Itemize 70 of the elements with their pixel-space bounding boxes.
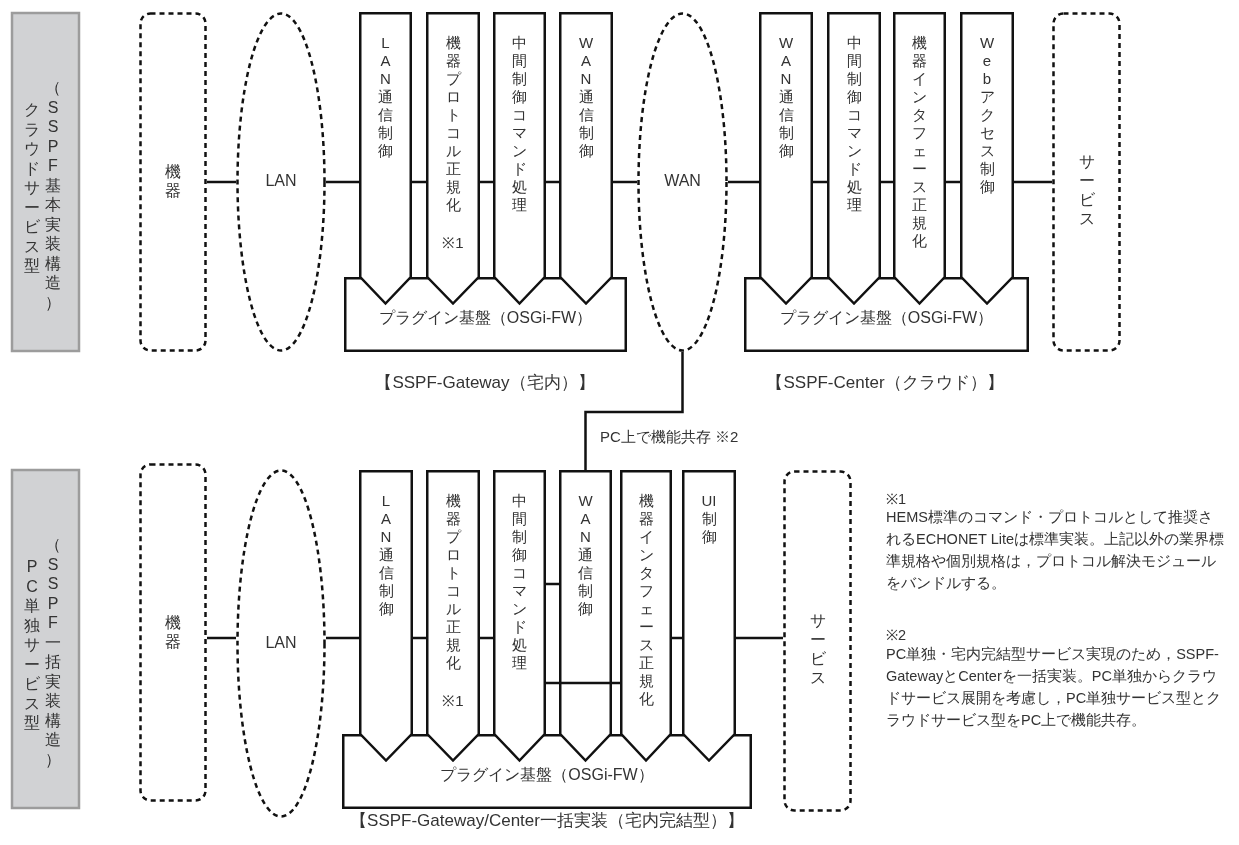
module-label: Webアクセス制御 (979, 34, 995, 196)
network-ellipse (637, 12, 728, 352)
box-label: 機器 (165, 612, 181, 651)
footnote-mark: ※1 (886, 490, 908, 509)
connector-line (207, 180, 236, 184)
module-label: 中間制御コマンド処理 (846, 34, 862, 214)
connector-line (326, 636, 359, 640)
module-label: LAN通信制御 (378, 34, 393, 160)
network-ellipse (236, 469, 326, 818)
module-label: WAN通信制御 (778, 34, 794, 160)
module-label: 中間制御コマンド処理 (512, 34, 527, 214)
band-label: PC単独サービス型 (24, 557, 40, 733)
connector-line (326, 180, 359, 184)
connector-line (584, 352, 684, 470)
caption: 【SSPF-Gateway/Center一括実装（宅内完結型）】 (349, 810, 745, 832)
connector-line (728, 180, 759, 184)
module-label: 機器プロトコル正規化 (445, 34, 461, 214)
module-pentagon (359, 12, 412, 305)
dashed-box (1052, 12, 1121, 352)
module-label: LAN通信制御 (378, 492, 394, 618)
caption: 【SSPF-Center（クラウド）】 (765, 372, 1005, 394)
note-text: PC単独・宅内完結型サービス実現のため，SSPF-GatewayとCenterを一括実装。PC単独からクラウドサービス展開を考慮し，PC単独サービス型とクラウドサービス型をPC上で機能共存。 (886, 645, 1223, 730)
band-label: （SSPF基本実装構造） (45, 78, 61, 312)
module-pentagon (759, 12, 813, 305)
module-pentagon (559, 12, 613, 305)
module-pentagon (426, 470, 480, 762)
band-label: （SSPF一括実装構造） (45, 535, 61, 769)
ellipse-label: WAN (663, 172, 702, 190)
ellipse-label: LAN (264, 633, 298, 652)
category-band (11, 12, 80, 352)
module-label: 機器インタフェース正規化 (638, 492, 654, 708)
module-label: WAN通信制御 (578, 34, 594, 160)
box-label: 機器 (165, 162, 181, 200)
module-label: 機器インタフェース正規化 (912, 34, 927, 250)
module-label: 中間制御コマンド処理 (512, 492, 527, 672)
module-pentagon (493, 470, 546, 762)
ellipse-label: LAN (264, 172, 298, 190)
module-label: 機器プロトコル正規化 (445, 492, 461, 672)
connector-line (613, 180, 637, 184)
connector-line (736, 636, 783, 640)
dashed-box (783, 470, 852, 812)
module-pentagon (426, 12, 480, 305)
connector-line (1014, 180, 1052, 184)
module-pentagon (682, 470, 736, 762)
platform-label: プラグイン基盤（OSGi-FW） (778, 308, 995, 328)
category-band (11, 469, 80, 809)
footnote-mark: ※2 (886, 626, 908, 645)
module-label: UI制御 (701, 492, 717, 546)
platform-label: プラグイン基盤（OSGi-FW） (377, 308, 594, 328)
caption: 【SSPF-Gateway（宅内）】 (374, 372, 596, 394)
edge-label: PC上で機能共存 ※2 (598, 428, 741, 447)
dashed-box (139, 463, 207, 802)
network-ellipse (236, 12, 326, 352)
note-text: HEMS標準のコマンド・プロトコルとして推奨されるECHONET Liteは標準実装。上記以外の業界標準規格や個別規格は，プロトコル解決モジュールをバンドルする。 (886, 508, 1226, 593)
module-pentagon (827, 12, 881, 305)
box-label: サービス (809, 611, 826, 687)
box-label: サービス (1078, 152, 1095, 228)
module-pentagon (620, 470, 672, 762)
module-pentagon (960, 12, 1014, 305)
footnote-mark: ※1 (441, 233, 465, 252)
module-pentagon (559, 470, 612, 762)
connector-line (207, 636, 236, 640)
module-pentagon (893, 12, 946, 305)
platform-label: プラグイン基盤（OSGi-FW） (439, 765, 655, 785)
band-label: クラウドサービス型 (24, 100, 40, 276)
dashed-box (139, 12, 207, 352)
module-label: WAN通信制御 (578, 492, 593, 618)
footnote-mark: ※1 (441, 691, 465, 710)
module-pentagon (359, 470, 413, 762)
module-pentagon (493, 12, 546, 305)
